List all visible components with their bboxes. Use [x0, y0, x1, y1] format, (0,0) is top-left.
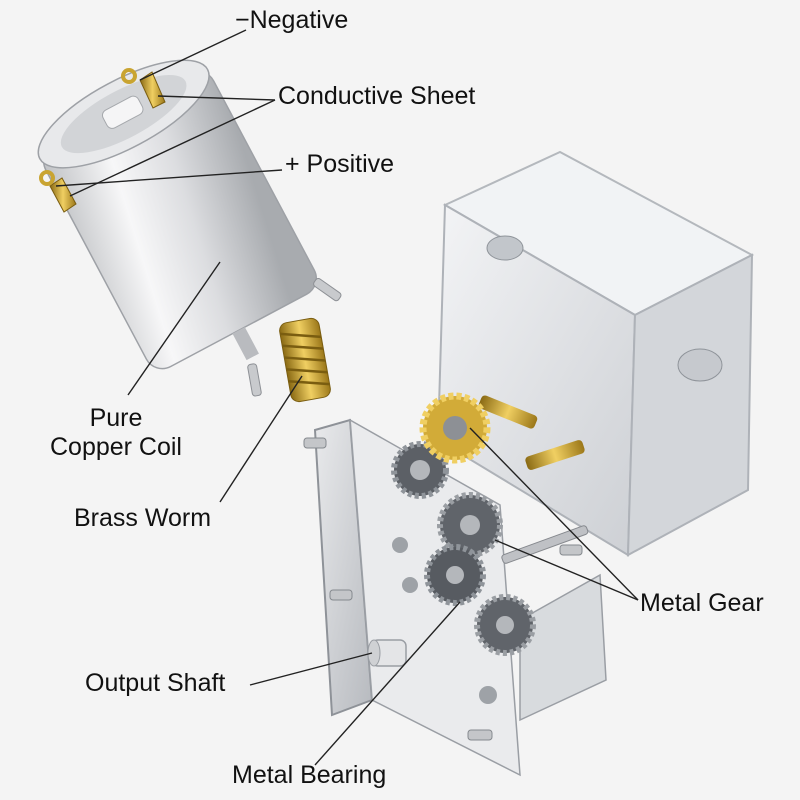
leader-conductive-sheet-b — [69, 99, 276, 197]
frame-hole — [479, 686, 497, 704]
metal-gear — [474, 594, 536, 656]
leader-pure-copper-coil — [127, 261, 221, 396]
motor-shaft — [232, 327, 259, 361]
brass-worm — [279, 317, 331, 403]
brass-standoff — [478, 395, 538, 429]
leader-brass-worm — [219, 375, 303, 503]
transparent-gearbox-housing — [436, 150, 755, 557]
leader-positive — [55, 169, 283, 187]
brass-worm-label: Brass Worm — [74, 504, 212, 532]
leader-negative — [139, 29, 247, 81]
frame-screw — [467, 729, 493, 741]
output-shaft-part — [367, 639, 407, 667]
leader-metal-bearing — [314, 601, 461, 766]
positive-label: + Positive — [285, 150, 395, 178]
frame-screw — [329, 589, 353, 601]
conductive-sheet-label: Conductive Sheet — [278, 82, 476, 110]
housing-hole — [486, 235, 524, 261]
pure-copper-coil-label-line2: Copper Coil — [49, 432, 182, 461]
metal-gear-label: Metal Gear — [640, 589, 764, 617]
negative-terminal — [121, 68, 166, 109]
frame-screw — [303, 437, 327, 449]
brass-standoff — [525, 440, 585, 470]
gear-shaft — [501, 525, 589, 564]
pure-copper-coil-label: Pure Copper Coil — [46, 404, 186, 462]
metal-bearing-label: Metal Bearing — [232, 761, 387, 789]
leader-metal-gear-a — [469, 427, 639, 601]
leader-metal-gear-b — [494, 539, 639, 601]
metal-gear-train — [391, 392, 589, 656]
negative-label: −Negative — [235, 6, 349, 34]
metal-gear — [437, 492, 503, 558]
output-shaft-label: Output Shaft — [85, 669, 226, 697]
commutator-slot — [101, 95, 144, 129]
motor-screw — [313, 277, 342, 302]
frame-hole — [402, 577, 418, 593]
frame-screw — [559, 544, 583, 556]
leader-conductive-sheet-a — [157, 95, 276, 101]
motor-screw — [247, 363, 262, 397]
housing-hole — [677, 348, 723, 382]
frame-hole — [392, 537, 408, 553]
brass-gear — [419, 392, 491, 464]
pure-copper-coil-label-line1: Pure — [89, 404, 143, 432]
metal-gear — [391, 441, 449, 499]
leader-output-shaft — [249, 652, 373, 686]
motor — [37, 59, 342, 397]
leader-lines — [55, 29, 639, 766]
metal-gear — [424, 544, 486, 606]
